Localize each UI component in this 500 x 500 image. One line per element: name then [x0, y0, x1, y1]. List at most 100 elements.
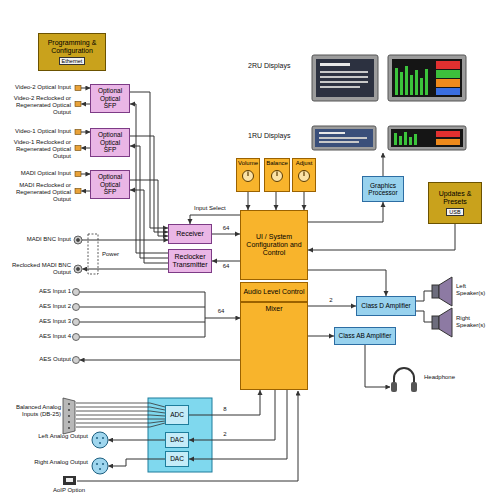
signal-label: Video-2 Reclocked or Regenerated Optical…	[3, 95, 71, 117]
aes-wire	[80, 360, 240, 361]
knob-pointer	[303, 171, 304, 176]
bus-width-label: 2	[326, 297, 336, 304]
bus-width-label: 64	[219, 263, 233, 270]
process-box: Volume	[236, 158, 260, 192]
aoip-port	[66, 478, 73, 482]
display-2ru-meters	[436, 70, 460, 78]
knob-pointer	[247, 171, 248, 176]
db25-connector	[63, 398, 75, 434]
db25-connector	[68, 427, 70, 429]
connector	[274, 192, 279, 210]
box-text: Class AB Amplifier	[338, 332, 391, 339]
display-2ru-info	[320, 76, 368, 78]
xlr-connector	[92, 458, 108, 474]
display-2ru-info	[320, 63, 350, 66]
speaker-wire	[416, 291, 432, 322]
signal-label: Balanced Analog Inputs (DB-25)	[3, 404, 61, 418]
process-box: Optional Optical SFP	[90, 84, 130, 113]
display-1ru-info	[319, 141, 359, 143]
signal-label: 2RU Displays	[248, 62, 308, 70]
connector	[130, 102, 168, 254]
aoip-port	[63, 476, 76, 485]
connector	[189, 390, 287, 462]
aes-connector	[73, 289, 80, 364]
aes-connector	[73, 319, 80, 326]
aes-connector	[73, 357, 80, 364]
bus-width-label: Input Select	[194, 205, 238, 212]
display-1ru-info	[312, 126, 376, 150]
bus-width-label: 64	[219, 225, 233, 232]
process-box: Graphics Processor	[362, 176, 404, 202]
signal-label: AES Input 4	[3, 333, 71, 340]
box-text: Optional Optical SFP	[93, 87, 127, 109]
connector	[308, 334, 334, 339]
optical-wire	[81, 88, 90, 191]
signal-label: AES Input 3	[3, 318, 71, 325]
process-box: Adjust	[292, 158, 316, 192]
box-text: Adjust	[296, 160, 313, 167]
optical-wire	[81, 132, 90, 133]
connector	[189, 390, 263, 415]
display-1ru-info	[319, 132, 345, 134]
display-feed	[383, 153, 384, 176]
converter-panel	[148, 398, 212, 472]
arrow-head	[258, 390, 263, 395]
arrow-head	[381, 202, 386, 207]
arrow-head	[130, 102, 135, 107]
process-box: DAC	[165, 451, 189, 467]
knob-icon	[299, 170, 310, 181]
process-box: DAC	[165, 432, 189, 448]
db25-connector	[68, 421, 70, 423]
speaker	[432, 316, 439, 329]
bnc-connector	[74, 265, 82, 273]
arrow-head	[189, 457, 194, 462]
db25-connector	[68, 409, 70, 411]
process-box: Updates & PresetsUSB	[428, 182, 482, 224]
xlr-connector	[92, 432, 108, 474]
display-1ru-meters	[388, 126, 466, 150]
signal-label: AoIP Option	[44, 487, 94, 494]
bnc-connector	[74, 236, 82, 273]
speaker	[439, 308, 452, 337]
connector-line	[189, 390, 260, 415]
process-box: Receiver	[168, 224, 212, 244]
box-text: Programming & Configuration	[41, 39, 103, 55]
aes-wire	[80, 322, 205, 323]
xlr-connector	[102, 463, 104, 465]
knob-pointer	[276, 171, 277, 176]
display-1ru-meters	[409, 137, 412, 145]
box-text: Receiver	[176, 230, 204, 238]
display-1ru-info	[319, 137, 367, 139]
db25-connector	[68, 403, 70, 405]
display-2ru-meters	[415, 70, 418, 95]
analog-input-wire	[76, 407, 165, 410]
display-1ru-meters	[414, 134, 417, 145]
xlr-connector	[99, 442, 101, 444]
signal-label: MADI Reclocked or Regenerated Optical Ou…	[3, 182, 71, 204]
bnc-wire	[83, 269, 169, 270]
speaker	[439, 277, 452, 306]
process-box: ADC	[165, 405, 189, 425]
signal-label: Reclocked MADI BNC Output	[3, 262, 71, 276]
signal-label: Video-1 Optical Input	[3, 128, 71, 135]
aes-wire	[80, 337, 205, 338]
display-2ru-info	[316, 59, 374, 97]
arrow-head	[189, 438, 194, 443]
display-2ru-meters	[395, 68, 398, 95]
display-2ru-meters	[388, 55, 466, 101]
display-2ru-info	[320, 86, 360, 88]
process-box: Class AB Amplifier	[334, 327, 396, 345]
box-text: Audio Level Control	[243, 288, 304, 296]
display-2ru-info	[312, 55, 378, 101]
box-text: Updates & Presets	[431, 190, 479, 206]
display-1ru-info	[315, 129, 373, 147]
aes-connector	[73, 289, 80, 296]
converter-panel	[148, 398, 212, 472]
display-2ru-info	[312, 55, 378, 101]
connector	[189, 390, 275, 443]
signal-label: Power	[102, 251, 126, 258]
signal-label: Video-1 Reclocked or Regenerated Optical…	[3, 139, 71, 161]
analog-output-wire	[109, 459, 166, 466]
box-text: Mixer	[265, 305, 282, 313]
